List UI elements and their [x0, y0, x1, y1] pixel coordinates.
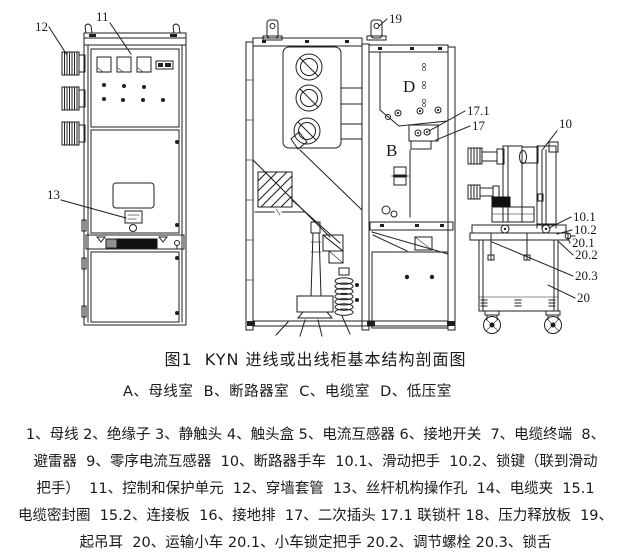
section-walls — [245, 37, 456, 331]
callout-12: 12 — [35, 19, 48, 34]
current-transformer-coil — [334, 267, 359, 316]
callout-20: 20 — [577, 290, 590, 305]
secondary-plug — [408, 124, 439, 150]
cart-platform — [469, 224, 576, 241]
room-label-b: B — [386, 141, 397, 160]
rear-bottom-panel — [371, 231, 449, 329]
transport-trolley — [478, 232, 559, 312]
control-protection-panel — [90, 48, 180, 128]
lifting-lug-icon — [262, 19, 387, 41]
rooms-legend: A、母线室 B、断路器室 C、电缆室 D、低压室 — [123, 384, 452, 400]
pressure-relief-hatch — [257, 171, 293, 208]
front-view-callouts: 12 11 13 — [35, 9, 132, 219]
callout-17: 17 — [472, 118, 486, 133]
cart-view-drawing: 10 10.1 10.2 20.1 20.2 20.3 20 — [467, 116, 598, 334]
display-icon — [155, 60, 174, 70]
callout-10-1: 10.1 — [573, 209, 596, 224]
callout-19: 19 — [389, 11, 402, 26]
handcart-frame — [536, 141, 559, 229]
callout-10-2: 10.2 — [574, 222, 597, 237]
callout-20-2: 20.2 — [575, 247, 598, 262]
screw-mechanism-hole — [129, 224, 137, 232]
support-insulator — [296, 221, 334, 319]
caster-wheel-icon — [483, 310, 562, 334]
figure-drawings: 12 11 13 — [35, 9, 598, 337]
busbar-insulators — [282, 46, 363, 150]
inspection-window — [112, 182, 155, 209]
low-voltage-compartment: D — [379, 51, 448, 127]
callout-20-3: 20.3 — [575, 268, 598, 283]
parts-list-line: 把手） 11、控制和保护单元 12、穿墙套管 13、丝杆机构操作孔 14、电缆夹… — [36, 481, 595, 497]
nameplate — [124, 210, 143, 224]
meter-icon — [96, 56, 152, 73]
handle-band — [85, 234, 185, 250]
parts-list-line: 起吊耳 20、运输小车 20.1、小车锁定把手 20.2、调节螺栓 20.3、锁… — [79, 535, 552, 551]
parts-list-line: 避雷器 9、零序电流互感器 10、断路器手车 10.1、滑动把手 10.2、锁键… — [33, 454, 598, 470]
parts-list-line: 1、母线 2、绝缘子 3、静触头 4、触头盒 5、电流互感器 6、接地开关 7、… — [25, 427, 606, 443]
bottom-leader-lines — [275, 315, 351, 337]
breaker-room-details: B — [369, 141, 454, 252]
wall-bushing-icon — [61, 51, 86, 146]
cable-room-door — [90, 251, 180, 323]
contact-arm-icon — [467, 147, 505, 200]
door-handle — [116, 238, 158, 249]
callout-20-1: 20.1 — [572, 235, 595, 250]
callout-10: 10 — [559, 116, 572, 131]
breaker-room-door — [90, 129, 180, 234]
cabinet-shell — [81, 23, 187, 326]
callout-17-1: 17.1 — [467, 103, 490, 118]
section-view-drawing: D B — [245, 11, 490, 337]
handcart-body — [491, 145, 539, 223]
figure-title: 图1 KYN 进线或出线柜基本结构剖面图 — [164, 350, 467, 369]
indicator-buttons — [102, 83, 165, 102]
front-view-drawing: 12 11 13 — [35, 9, 187, 326]
cart-view-callouts: 10 10.1 10.2 20.1 20.2 20.3 20 — [491, 116, 598, 305]
section-view-callouts: 19 17.1 17 — [378, 11, 490, 141]
callout-13: 13 — [47, 187, 60, 202]
trolley-vent-marks — [480, 299, 556, 307]
parts-list: 1、母线 2、绝缘子 3、静触头 4、触头盒 5、电流互感器 6、接地开关 7、… — [0, 422, 631, 553]
parts-list-line: 电缆密封圈 15.2、连接板 16、接地排 17、二次插头 17.1 联锁杆 1… — [17, 508, 614, 524]
callout-11: 11 — [96, 9, 109, 24]
room-label-d: D — [403, 77, 415, 96]
